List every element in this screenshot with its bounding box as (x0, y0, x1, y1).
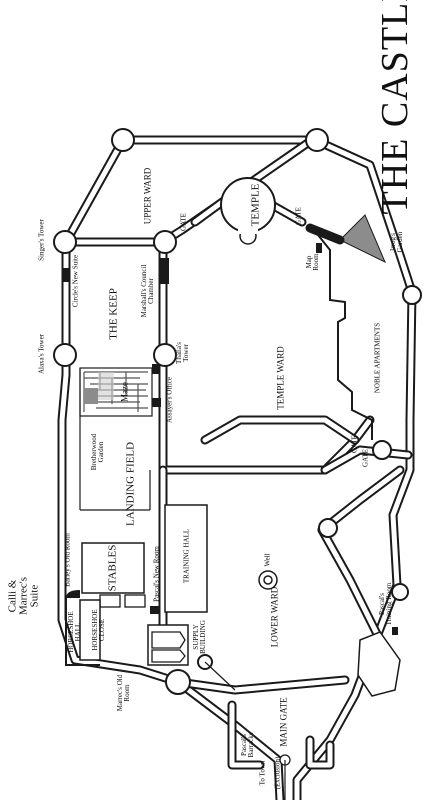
council-chamber-block (160, 258, 169, 284)
label-well: Well (263, 553, 272, 567)
label-marshalls-council-chamber: Marshall's Council Chamber (140, 264, 155, 318)
label-horseshoe-close: HORSESHOE CLOSE (91, 609, 106, 651)
label-barleys-old-room: Barley's Old Room (63, 533, 72, 587)
map-title: THE CASTLE (374, 0, 416, 215)
label-temple: TEMPLE (249, 183, 262, 227)
supply-building (147, 624, 189, 666)
main-gate-area (227, 700, 335, 800)
towers (53, 128, 422, 695)
irrogs-gate-wall (305, 223, 345, 245)
label-to-town: To Town (258, 760, 267, 786)
horseshoe-complex (65, 590, 101, 666)
label-marrecs-old-room: Marrec's Old Room (116, 674, 131, 712)
label-training-hall: TRAINING HALL (182, 528, 191, 584)
label-the-keep: THE KEEP (107, 288, 120, 340)
label-supply-building: SUPPLY BUILDING (192, 620, 207, 654)
label-exclusion: (Exclusion) (273, 756, 282, 790)
label-maze: Maze (119, 382, 130, 402)
label-stables: STABLES (106, 544, 119, 592)
label-gate-upper-right: GATE (294, 207, 303, 225)
maze-area (79, 367, 161, 417)
label-gate-middle-2: GATE (361, 449, 370, 467)
label-thalias-tower: Thalia's Tower (175, 342, 190, 364)
label-irrogs-garden: Irrog's Garden (389, 231, 404, 253)
label-gate-upper-left: GATE (179, 213, 188, 231)
label-upper-ward: UPPER WARD (142, 167, 153, 225)
lower-ward-path (204, 661, 236, 691)
pascals-new-room-block (150, 606, 160, 614)
label-alaxas-tower: Alaxa's Tower (37, 333, 46, 375)
label-pascals-training-room: Pascal's Training Room (378, 582, 393, 626)
label-noble-apartments: NOBLE APARTMENTS (373, 322, 382, 394)
label-singers-tower: Singer's Tower (37, 219, 46, 261)
label-landing-field: LANDING FIELD (124, 441, 137, 527)
label-main-gate: MAIN GATE (278, 697, 289, 747)
temple-building (190, 177, 307, 245)
training-hall-building (164, 504, 208, 613)
label-bretherwood-garden: Bretherwood Garden (90, 433, 105, 471)
thalias-block (152, 364, 160, 374)
label-map-room: Map Room (305, 253, 320, 271)
label-calli-marrec-suite: Calli & Marrec's Suite (6, 576, 41, 616)
pascals-training-room-block (357, 631, 401, 697)
noble-apartments-wall (317, 234, 373, 440)
circles-suite-block (62, 268, 70, 282)
label-temple-ward: TEMPLE WARD (275, 346, 286, 410)
label-pascals-barracks: Pascal's Barracks (240, 732, 255, 758)
stables-building (81, 542, 146, 608)
label-assayers-office: Assayer's Office (165, 376, 174, 424)
irrogs-garden-area (339, 214, 386, 264)
label-pascals-new-room: Pascal's New Room (152, 546, 161, 602)
label-circles-new-suite: Circle's New Suite (71, 254, 80, 308)
label-gate-middle-1: GATE (350, 435, 359, 453)
keep-inner-line (79, 368, 151, 511)
label-horseshoe-hall: HORSESHOE HALL (67, 611, 82, 653)
map-room-block (316, 243, 322, 253)
label-lower-ward: LOWER WARD (269, 586, 280, 648)
well (258, 570, 278, 590)
